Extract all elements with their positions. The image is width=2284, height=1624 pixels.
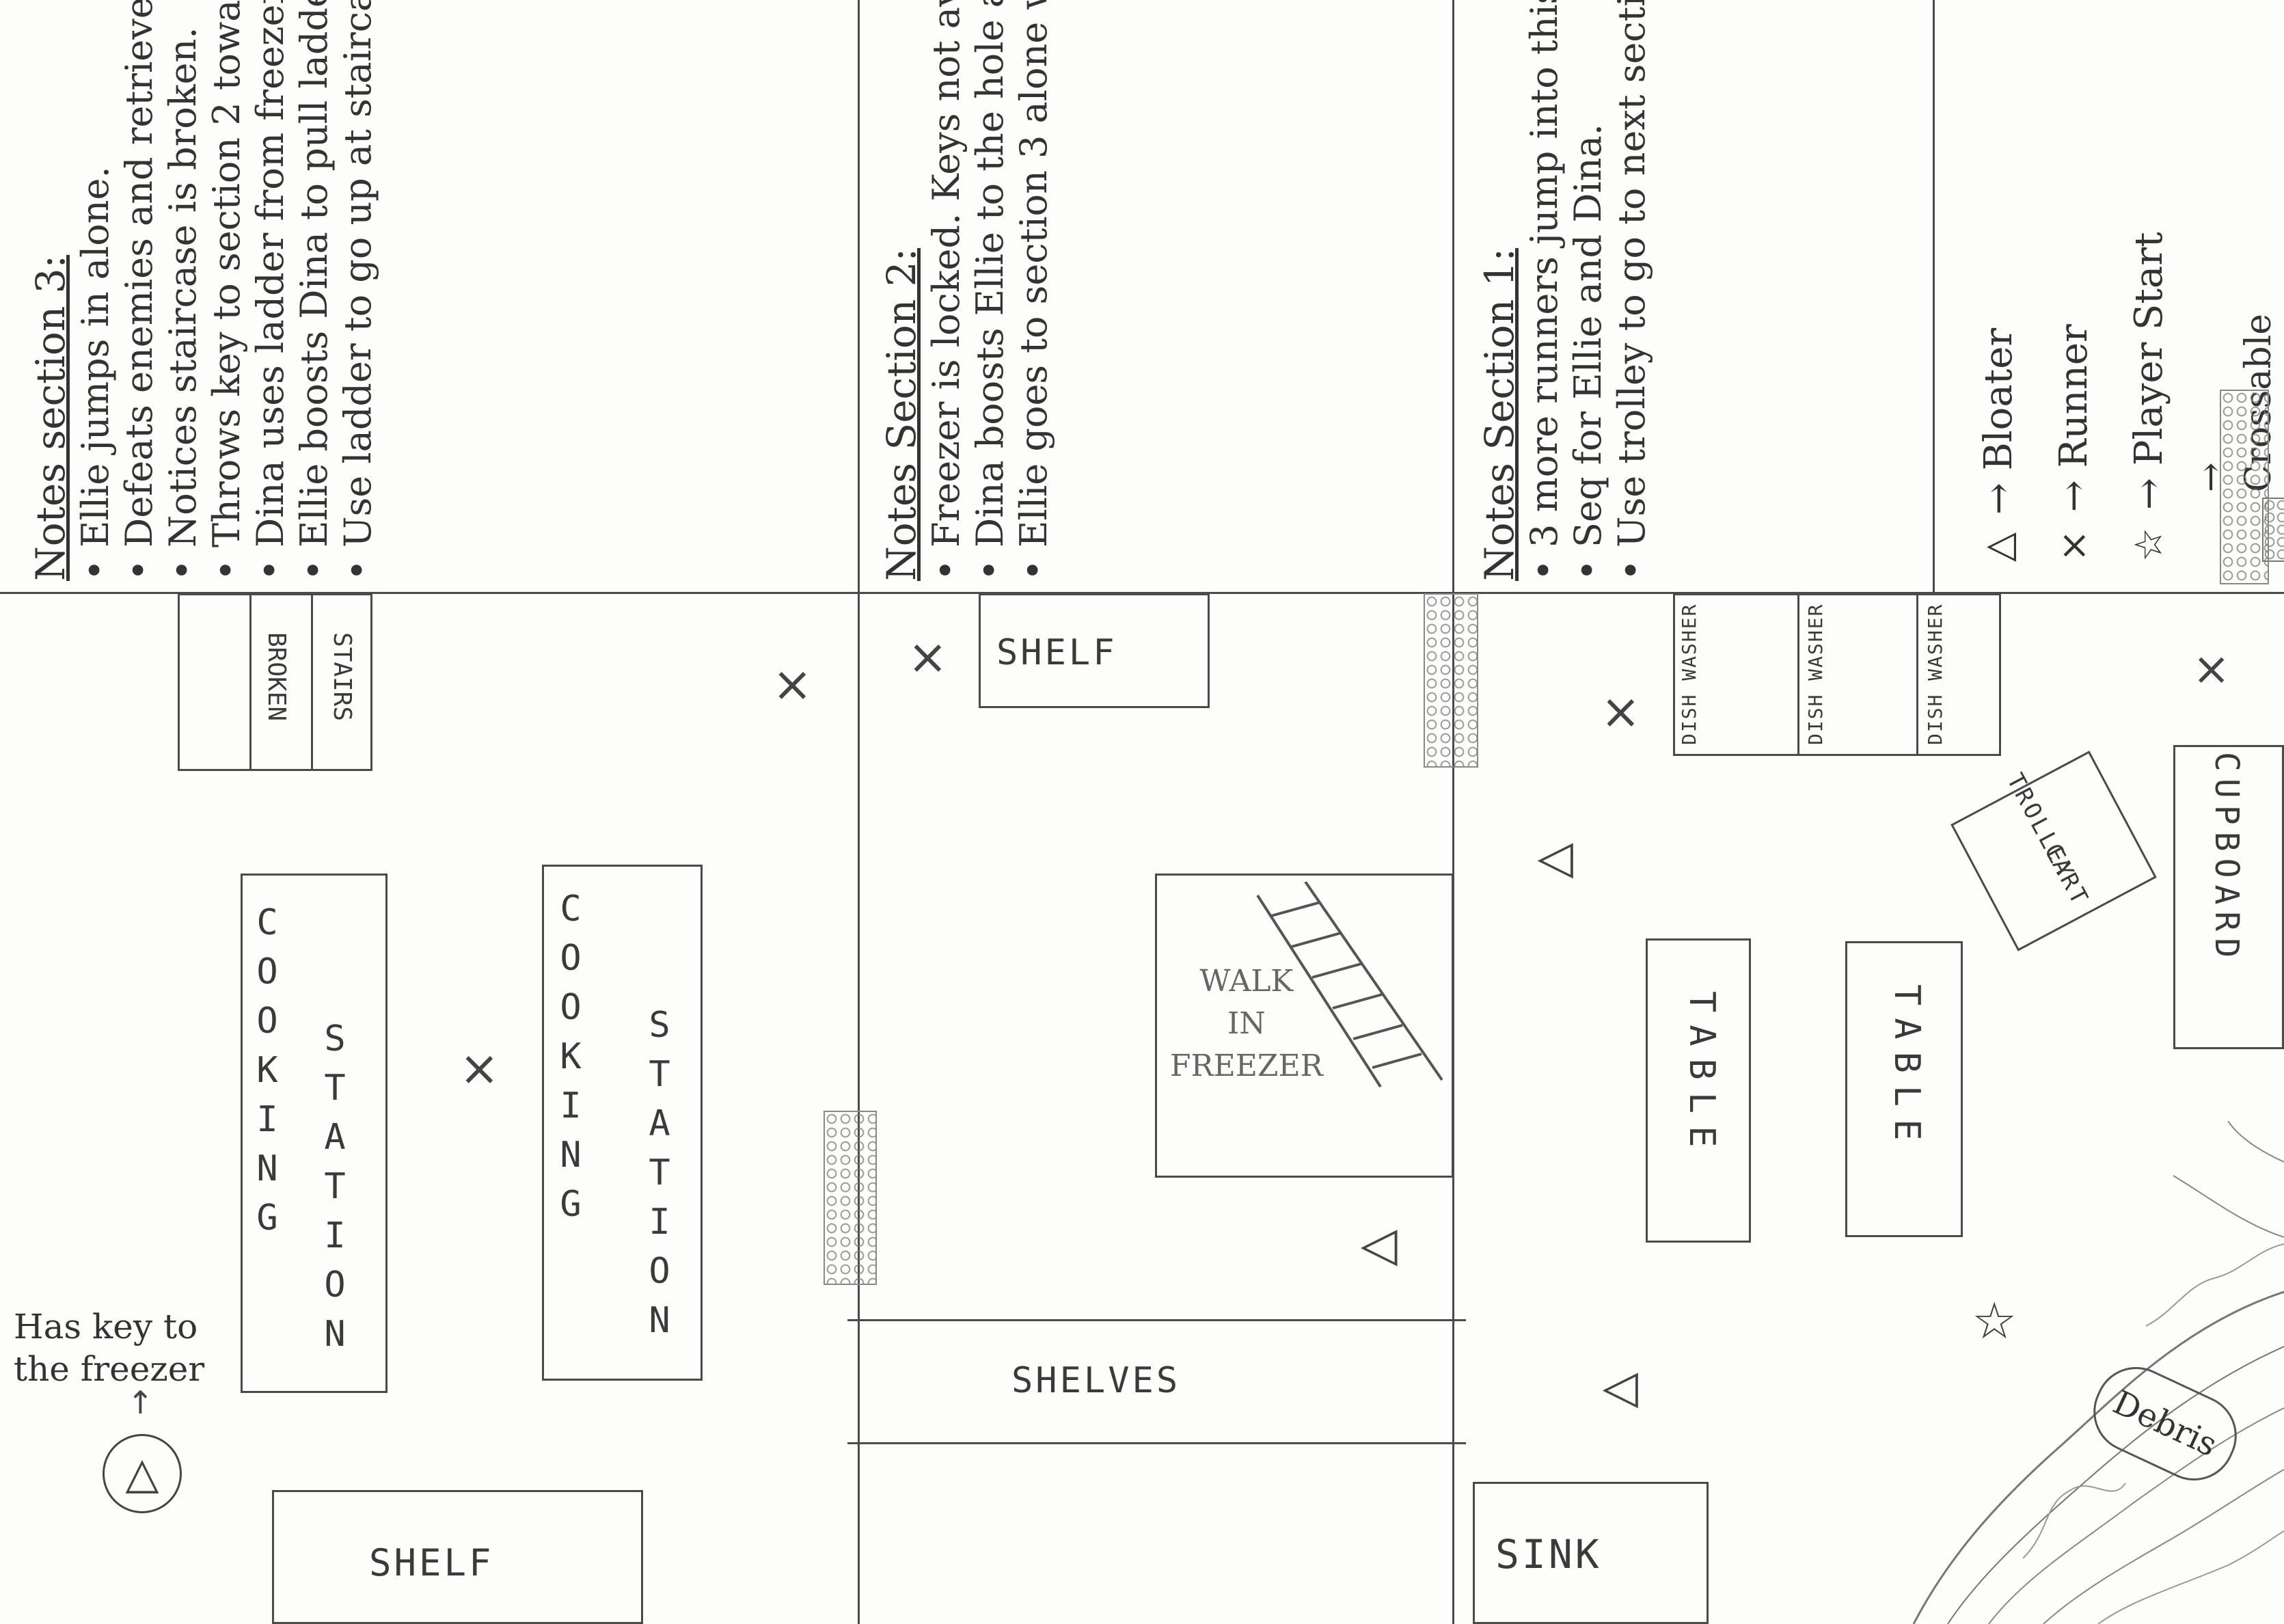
note-item: • Throws key to section 2 towards Dina.	[205, 0, 248, 581]
cooking-station-2-label: COOKING	[550, 889, 591, 1233]
bloater-key-holder-marker: △	[103, 1434, 182, 1513]
notes-section-3-title: Notes section 3:	[27, 254, 74, 581]
triangle-icon: △	[1976, 532, 2021, 562]
sink-label: SINK	[1495, 1531, 1602, 1578]
cooking-station-2	[542, 865, 703, 1381]
legend-divider	[1933, 0, 1935, 592]
crossable-high-opening	[824, 1111, 877, 1285]
walk-in-freezer	[1155, 874, 1454, 1178]
section-divider-2-1	[1452, 0, 1454, 1624]
note-item: • Ellie boosts Dina to pull ladder in he…	[293, 0, 336, 581]
note-item: • Use ladder to go up at staircase area.	[336, 0, 379, 581]
notes-section-2-title: Notes Section 2:	[878, 247, 925, 581]
shelf-section-3-label: SHELF	[369, 1541, 494, 1584]
legend-item-runner: × → Runner	[2052, 324, 2096, 562]
note-item: • Dina uses ladder from freezer to come …	[249, 0, 292, 581]
walk-in-freezer-label: WALK IN FREEZER	[1170, 964, 1323, 1083]
shelf-section-2-label: SHELF	[996, 632, 1117, 673]
runner-marker: ×	[908, 629, 948, 685]
dish-washer-label: DISH WASHER	[1678, 603, 1700, 745]
bloater-marker: △	[1590, 1372, 1644, 1409]
dish-washer-row	[1673, 593, 2001, 756]
note-item: • 3 more runners jump into this section …	[1523, 0, 1566, 581]
note-item: • Freezer is locked. Keys not available …	[925, 0, 968, 581]
runner-marker: ×	[1601, 684, 1641, 740]
stairs-divider	[311, 593, 313, 771]
notes-band-divider	[0, 592, 2284, 594]
table-1-label: TABLE	[1681, 991, 1722, 1160]
notes-section-2: Notes Section 2: • Freezer is locked. Ke…	[878, 0, 1056, 581]
cooking-station-2-label-2: STATION	[639, 1005, 680, 1349]
note-item: • Ellie goes to section 3 alone while Di…	[1012, 0, 1055, 581]
cooking-station-1-label: COOKING	[247, 902, 288, 1247]
dish-washer-divider	[1916, 593, 1918, 756]
table-2	[1845, 941, 1963, 1237]
ladder-icon	[1256, 882, 1443, 1088]
note-item: • Seq for Ellie and Dina.	[1566, 124, 1609, 581]
crossable-high-opening	[1424, 593, 1478, 768]
star-icon: ☆	[2127, 527, 2171, 562]
notes-section-1-title: Notes Section 1:	[1476, 247, 1523, 581]
cupboard-label: CUPBOARD	[2207, 752, 2246, 965]
dish-washer-divider	[1797, 593, 1799, 756]
player-start-marker: ☆	[1972, 1292, 2017, 1351]
shelves-divider	[847, 1442, 1466, 1444]
cupboard	[2173, 745, 2284, 1049]
shelf-section-3	[272, 1490, 643, 1624]
shelves-top-edge	[847, 1319, 1466, 1321]
legend-item-player-start: ☆ → Player Start	[2127, 232, 2171, 562]
broken-stairs-box	[178, 593, 372, 771]
cooking-station-1	[241, 874, 388, 1393]
debris-area	[1912, 1121, 2284, 1624]
runner-marker: ×	[459, 1040, 500, 1096]
note-item: • Use trolley to go to next section (?).	[1610, 0, 1653, 581]
shelf-section-2	[979, 593, 1210, 708]
bloater-marker: △	[1525, 843, 1579, 879]
section-divider-3-2	[858, 0, 860, 1624]
trolley-cart[interactable]: TROLLEY CART	[1950, 750, 2157, 951]
legend-item-bloater: △ → Bloater	[1976, 327, 2021, 562]
crossable-high-opening-legend-sample	[2220, 390, 2269, 584]
dish-washer-label: DISH WASHER	[1924, 603, 1946, 745]
note-item: • Defeats enemies and retrieves key from…	[118, 0, 161, 581]
note-item: • Dina boosts Ellie to the hole at the t…	[968, 0, 1011, 581]
table-2-label: TABLE	[1886, 984, 1927, 1153]
note-item: • Notices staircase is broken.	[161, 27, 204, 581]
stairs-label: STAIRS	[328, 632, 356, 722]
cooking-station-1-label-2: STATION	[314, 1018, 355, 1363]
dish-washer-label: DISH WASHER	[1804, 603, 1827, 745]
broken-label: BROKEN	[262, 632, 290, 722]
x-icon: ×	[2052, 530, 2096, 562]
bloater-marker: △	[1346, 1230, 1403, 1267]
runner-marker: ×	[2192, 642, 2231, 695]
notes-section-1: Notes Section 1: • 3 more runners jump i…	[1476, 0, 1654, 581]
stairs-divider	[249, 593, 251, 771]
runner-marker: ×	[772, 656, 813, 712]
note-item: • Ellie jumps in alone.	[74, 166, 117, 581]
up-arrow-icon: ↑	[127, 1384, 154, 1421]
notes-section-3: Notes section 3: • Ellie jumps in alone.…	[27, 0, 380, 581]
sink	[1473, 1482, 1709, 1624]
shelves-label: SHELVES	[1011, 1360, 1181, 1401]
table-1	[1646, 938, 1751, 1243]
key-note: Has key to the freezer	[14, 1307, 205, 1389]
